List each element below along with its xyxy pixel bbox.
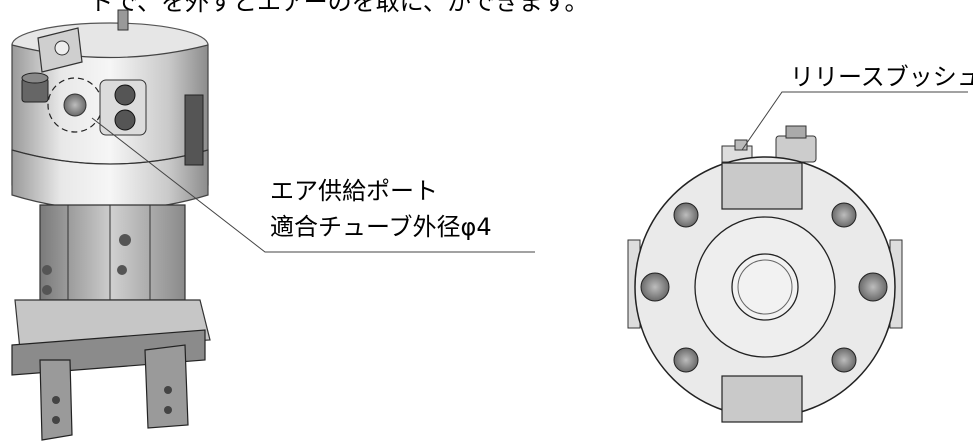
gripper-top-view (627, 91, 968, 423)
gripper-3d-view (11, 9, 535, 441)
air-supply-port-label: エア供給ポート (270, 177, 438, 205)
top-caption-partial: ドで、を外すとエアーのを取に、かできます。 (90, 0, 589, 16)
release-bush-label: リリースブッシュ (790, 63, 973, 91)
tube-diameter-label: 適合チューブ外径φ4 (270, 213, 492, 241)
